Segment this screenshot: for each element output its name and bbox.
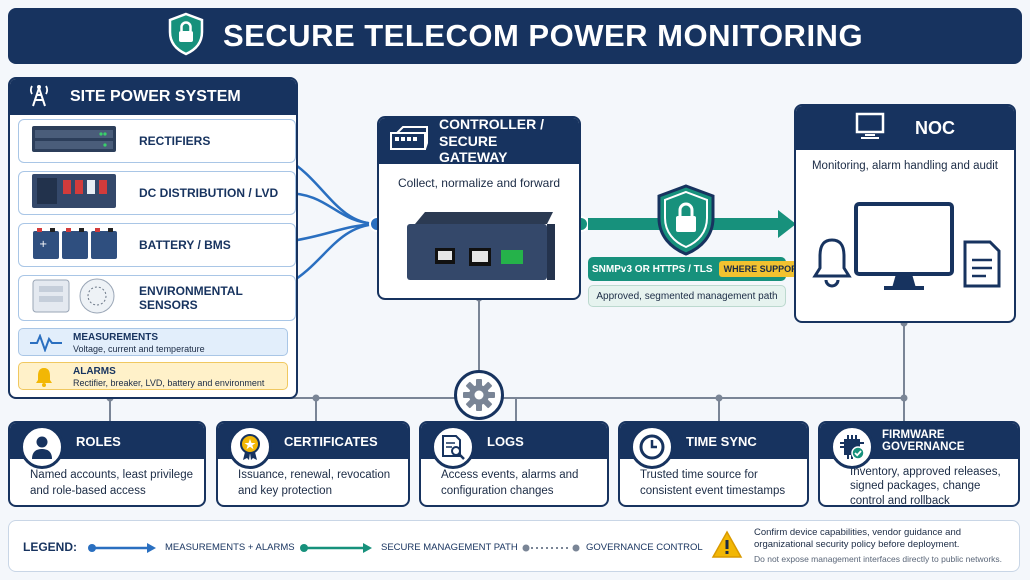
monitor-icon <box>854 202 954 299</box>
sensor-icon <box>31 277 121 320</box>
svg-text:+: + <box>39 239 47 250</box>
warning-main: Confirm device capabilities, vendor guid… <box>754 527 962 550</box>
waveform-icon <box>29 333 63 357</box>
chip-check-icon <box>830 425 874 469</box>
battery-icon: + <box>31 225 119 266</box>
controller-panel: CONTROLLER / SECURE GATEWAY Collect, nor… <box>377 116 581 300</box>
protocol-bar: SNMPv3 OR HTTPS / TLS WHERE SUPPORTED <box>588 257 821 281</box>
firmware-governance-card[interactable]: FIRMWARE GOVERNANCE Inventory, approved … <box>818 421 1020 507</box>
measurements-text: Voltage, current and temperature <box>73 344 205 354</box>
legend-green-arrow-icon <box>299 541 373 559</box>
shield-lock-icon <box>167 12 205 61</box>
battery-label: BATTERY / BMS <box>139 238 231 252</box>
battery-row[interactable]: + BATTERY / BMS <box>18 223 296 267</box>
certificate-badge-icon <box>228 425 272 469</box>
dc-distribution-icon <box>31 172 117 215</box>
warning-sub: Do not expose management interfaces dire… <box>754 554 1003 564</box>
legend-blue-arrow-icon <box>87 541 157 559</box>
roles-card[interactable]: ROLES Named accounts, least privilege an… <box>8 421 206 507</box>
noc-subtitle: Monitoring, alarm handling and audit <box>811 160 999 172</box>
clock-icon <box>630 425 674 469</box>
rectifier-icon <box>31 122 117 161</box>
protocol-label: SNMPv3 OR HTTPS / TLS <box>592 263 713 275</box>
segmented-path-note: Approved, segmented management path <box>588 285 786 307</box>
legend-measurements: MEASUREMENTS + ALARMS <box>165 542 295 553</box>
user-icon <box>20 425 64 469</box>
noc-header: NOC <box>796 106 1014 150</box>
alarms-title: ALARMS <box>73 366 116 377</box>
alarms-box: ALARMS Rectifier, breaker, LVD, battery … <box>18 362 288 390</box>
firmware-text: Inventory, approved releases, signed pac… <box>850 466 1001 507</box>
controller-subtitle: Collect, normalize and forward <box>397 176 561 190</box>
time-sync-card[interactable]: TIME SYNC Trusted time source for consis… <box>618 421 809 507</box>
roles-text: Named accounts, least privilege and role… <box>30 469 193 497</box>
governance-gear-icon <box>454 370 504 420</box>
firmware-title: FIRMWARE GOVERNANCE <box>820 423 1018 459</box>
logs-text: Access events, alarms and configuration … <box>441 469 579 497</box>
controller-title-line2: SECURE GATEWAY <box>439 132 508 166</box>
dc-distribution-label: DC DISTRIBUTION / LVD <box>139 186 279 200</box>
gateway-device-image <box>405 210 557 287</box>
gateway-icon <box>389 125 429 158</box>
environmental-row[interactable]: ENVIRONMENTAL SENSORS <box>18 275 296 321</box>
title-bar: SECURE TELECOM POWER MONITORING <box>8 8 1022 64</box>
legend-label: LEGEND: <box>23 540 77 554</box>
legend-governance: GOVERNANCE CONTROL <box>586 542 703 553</box>
log-search-icon <box>431 425 475 469</box>
alarms-text: Rectifier, breaker, LVD, battery and env… <box>73 378 265 388</box>
dc-distribution-row[interactable]: DC DISTRIBUTION / LVD <box>18 171 296 215</box>
noc-panel: NOC Monitoring, alarm handling and audit <box>794 104 1016 323</box>
site-power-header: SITE POWER SYSTEM <box>10 79 296 115</box>
certificates-card[interactable]: CERTIFICATES Issuance, renewal, revocati… <box>216 421 410 507</box>
measurements-box: MEASUREMENTS Voltage, current and temper… <box>18 328 288 356</box>
workstation-icon <box>855 112 885 145</box>
rectifiers-label: RECTIFIERS <box>139 134 211 148</box>
environmental-label: ENVIRONMENTAL SENSORS <box>139 283 243 312</box>
warning-icon <box>711 530 743 565</box>
measurements-title: MEASUREMENTS <box>73 332 159 343</box>
legend-gray-dotted-icon <box>521 541 581 559</box>
time-sync-text: Trusted time source for consistent event… <box>640 469 786 497</box>
noc-title: NOC <box>915 117 955 138</box>
controller-title-line1: CONTROLLER / <box>439 116 544 132</box>
legend: LEGEND: MEASUREMENTS + ALARMS SECURE MAN… <box>8 520 1020 572</box>
alarm-bell-icon <box>812 236 852 293</box>
secure-shield-icon <box>655 184 717 261</box>
site-power-title: SITE POWER SYSTEM <box>70 88 241 105</box>
controller-header: CONTROLLER / SECURE GATEWAY <box>379 116 579 166</box>
legend-secure-path: SECURE MANAGEMENT PATH <box>381 542 518 553</box>
bell-icon <box>33 366 55 393</box>
rectifiers-row[interactable]: RECTIFIERS <box>18 119 296 163</box>
logs-card[interactable]: LOGS Access events, alarms and configura… <box>419 421 609 507</box>
page-title: SECURE TELECOM POWER MONITORING <box>222 18 864 53</box>
tower-icon <box>26 82 52 113</box>
audit-document-icon <box>962 240 1002 293</box>
certificates-text: Issuance, renewal, revocation and key pr… <box>238 469 391 497</box>
